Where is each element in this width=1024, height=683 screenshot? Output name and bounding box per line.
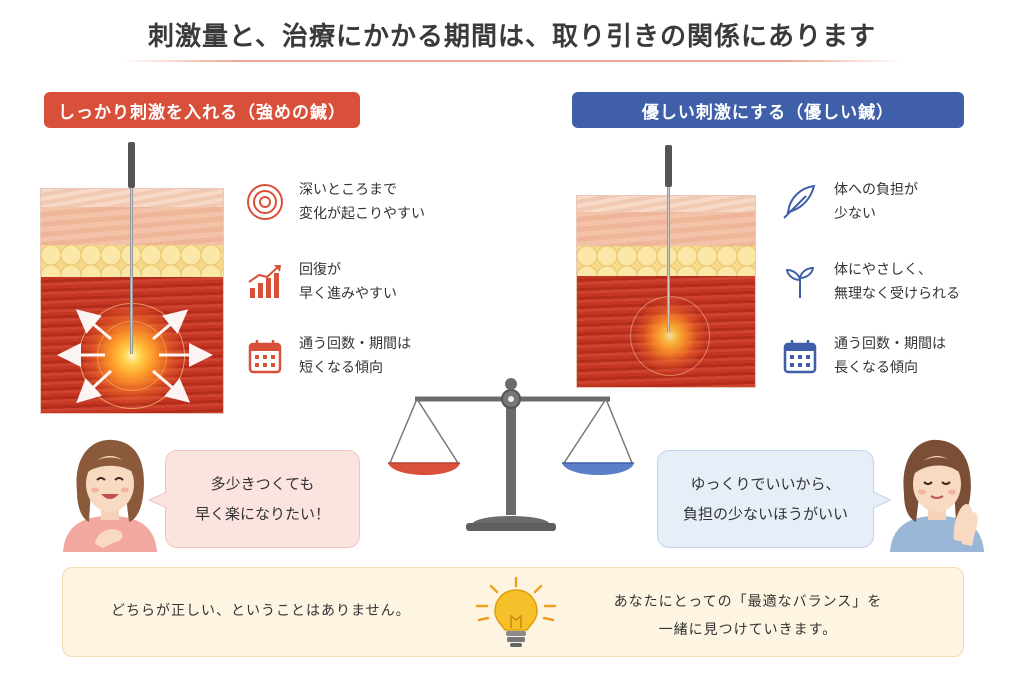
right-feature-item: 通う回数・期間は長くなる傾向 [780, 332, 994, 380]
needle [130, 188, 133, 354]
feature-text: 回復が [299, 262, 341, 278]
feature-text: 短くなる傾向 [299, 360, 383, 376]
title-underline [120, 60, 904, 62]
strong-needle-heading: しっかり刺激を入れる（強めの鍼） [44, 92, 360, 128]
feature-text: 早く進みやすい [299, 286, 397, 302]
speech-text: 早く楽になりたい！ [194, 505, 330, 523]
speech-text: 負担の少ないほうがいい [682, 505, 848, 523]
gentle-needle-heading: 優しい刺激にする（優しい鍼） [572, 92, 964, 128]
spread-arrows-icon [57, 309, 213, 404]
lightbulb-icon [475, 576, 557, 647]
left-feature-item: 回復が早く進みやすい [245, 258, 459, 306]
feature-text: 体にやさしく、 [834, 262, 932, 278]
calendar-icon [248, 340, 282, 374]
concentric-circles-icon [247, 184, 283, 220]
right-feature-item: 体への負担が少ない [780, 178, 994, 226]
calm-speech-bubble: ゆっくりでいいから、 負担の少ないほうがいい [657, 450, 874, 548]
balance-scale-icon [388, 378, 634, 531]
needle-handle [128, 142, 135, 188]
gentle-needle-skin-illustration [576, 195, 756, 388]
left-feature-item: 深いところまで変化が起こりやすい [245, 178, 459, 226]
feature-text: 通う回数・期間は [834, 336, 946, 352]
needle-handle [665, 145, 672, 187]
feature-text: 体への負担が [834, 182, 918, 198]
right-feature-item: 体にやさしく、無理なく受けられる [780, 258, 994, 306]
feature-text: 無理なく受けられる [834, 286, 960, 302]
conclusion-text: どちらが正しい、ということはありません。 [111, 603, 411, 619]
eager-speech-bubble: 多少きつくても 早く楽になりたい！ [165, 450, 360, 548]
conclusion-box: どちらが正しい、ということはありません。 あなたにとっての「最適なバランス」を … [62, 567, 964, 657]
left-feature-item: 通う回数・期間は短くなる傾向 [245, 332, 459, 380]
woman-eager-avatar [63, 439, 157, 552]
feature-text: 変化が起こりやすい [299, 206, 425, 222]
feature-text: 長くなる傾向 [834, 360, 918, 376]
speech-text: 多少きつくても [210, 475, 315, 493]
feather-icon [783, 184, 816, 219]
page-title: 刺激量と、治療にかかる期間は、取り引きの関係にあります [148, 22, 876, 52]
conclusion-message: あなたにとっての「最適なバランス」を 一緒に見つけていきます。 [583, 588, 913, 644]
feature-text: 深いところまで [299, 182, 397, 198]
speech-text: ゆっくりでいいから、 [690, 475, 841, 493]
rising-chart-icon [248, 265, 281, 298]
bubble-tail [149, 491, 167, 509]
conclusion-line: 一緒に見つけていきます。 [658, 622, 838, 638]
sprout-icon [785, 266, 815, 298]
calendar-icon [783, 340, 817, 374]
feature-text: 通う回数・期間は [299, 336, 411, 352]
needle [667, 187, 670, 332]
bubble-tail [873, 491, 891, 509]
conclusion-line: あなたにとっての「最適なバランス」を [613, 594, 883, 610]
feature-text: 少ない [834, 206, 876, 222]
woman-calm-avatar [890, 439, 984, 552]
